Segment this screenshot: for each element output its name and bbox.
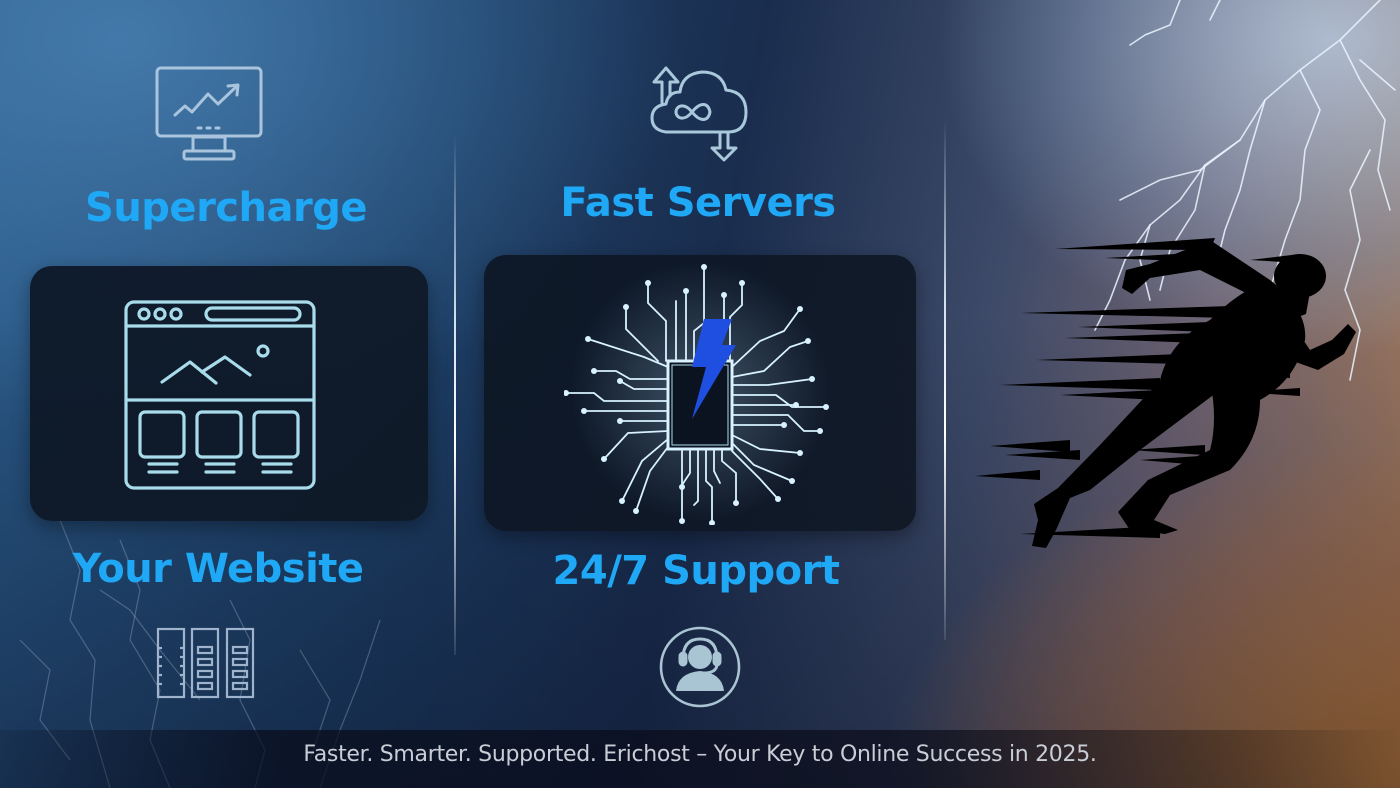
footer-band [0, 730, 1400, 788]
website-panel [30, 266, 428, 521]
divider-left [454, 135, 456, 655]
cloud-infinity-sync-icon [650, 66, 748, 162]
headline-support: 24/7 Support [552, 548, 840, 594]
headline-supercharge: Supercharge [85, 185, 367, 231]
footer-tagline: Faster. Smarter. Supported. Erichost – Y… [303, 742, 1097, 767]
website-layout-icon [124, 300, 316, 490]
server-racks-icon [156, 627, 255, 699]
monitor-chart-icon [155, 66, 263, 161]
support-agent-headset-icon [659, 626, 741, 708]
chip-panel [484, 255, 916, 531]
divider-right [944, 120, 946, 640]
headline-fast-servers: Fast Servers [560, 180, 836, 226]
circuit-chip-lightning-icon [564, 261, 830, 525]
sprinting-runner-silhouette [975, 238, 1356, 548]
headline-your-website: Your Website [72, 546, 364, 592]
